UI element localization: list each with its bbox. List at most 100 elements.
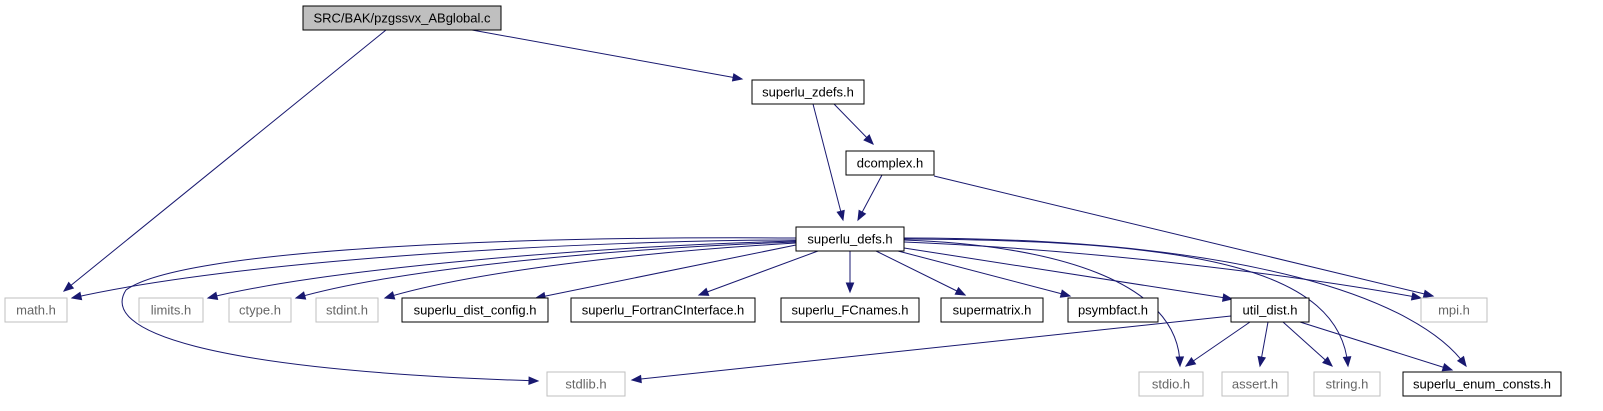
edge-arrowhead	[528, 376, 540, 386]
edge-arrowhead	[630, 374, 642, 384]
edge-arrowhead	[857, 209, 867, 222]
edge-superlu_defs-to-psymbfact	[897, 250, 1072, 298]
node-label: SRC/BAK/pzgssvx_ABglobal.c	[313, 11, 491, 26]
edge-line	[903, 239, 1181, 367]
node-label: superlu_defs.h	[807, 232, 892, 247]
node-box[interactable]	[751, 79, 865, 105]
node-box[interactable]	[315, 297, 379, 323]
edge-arrowhead	[1221, 293, 1234, 302]
edge-arrowhead	[1456, 355, 1467, 368]
edge-util_dist-to-stdio	[1184, 321, 1251, 367]
node-superlu_FortranCInterface[interactable]: superlu_FortranCInterface.h	[570, 297, 756, 323]
edge-line	[1185, 321, 1251, 367]
edge-line	[631, 315, 1232, 381]
edge-superlu_defs-to-superlu_enum_consts	[903, 237, 1467, 368]
edge-superlu_defs-to-superlu_FCnames	[845, 251, 855, 294]
node-label: superlu_enum_consts.h	[1413, 377, 1551, 392]
node-stdio[interactable]: stdio.h	[1138, 371, 1204, 397]
edge-line	[1299, 321, 1453, 371]
node-box[interactable]	[1138, 371, 1204, 397]
node-assert[interactable]: assert.h	[1221, 371, 1289, 397]
edge-superlu_zdefs-to-superlu_defs	[812, 103, 845, 222]
edge-line	[812, 103, 844, 221]
edge-superlu_defs-to-supermatrix	[875, 250, 967, 296]
edge-line	[875, 250, 966, 296]
node-label: superlu_dist_config.h	[414, 303, 537, 318]
edge-arrowhead	[731, 73, 744, 82]
edge-line	[1282, 321, 1333, 367]
node-box[interactable]	[1402, 371, 1562, 397]
edge-arrowhead	[1422, 289, 1435, 299]
node-label: stdio.h	[1152, 377, 1190, 392]
node-superlu_dist_config[interactable]: superlu_dist_config.h	[401, 297, 549, 323]
edge-line	[903, 238, 1349, 367]
edge-superlu_defs-to-limits	[206, 240, 797, 301]
edge-dcomplex-to-superlu_defs	[857, 174, 883, 222]
node-box[interactable]	[302, 5, 502, 31]
edge-util_dist-to-superlu_enum_consts	[1299, 321, 1454, 372]
node-ctype[interactable]: ctype.h	[228, 297, 292, 323]
node-superlu_defs[interactable]: superlu_defs.h	[795, 226, 905, 252]
node-box[interactable]	[1067, 297, 1159, 323]
edge-arrowhead	[1441, 363, 1454, 372]
edge-util_dist-to-string	[1282, 321, 1333, 367]
node-box[interactable]	[570, 297, 756, 323]
edge-line	[897, 250, 1071, 297]
edge-arrowhead	[1059, 289, 1072, 298]
node-box[interactable]	[780, 297, 920, 323]
edge-superlu_defs-to-ctype	[294, 241, 797, 300]
node-psymbfact[interactable]: psymbfact.h	[1067, 297, 1159, 323]
node-box[interactable]	[228, 297, 292, 323]
edges-layer	[62, 29, 1467, 386]
node-string[interactable]: string.h	[1313, 371, 1381, 397]
edge-superlu_defs-to-string	[903, 238, 1352, 368]
edge-line	[698, 250, 819, 296]
edge-line	[71, 239, 797, 299]
edge-util_dist-to-stdlib	[630, 315, 1232, 384]
edge-root-to-math	[62, 29, 387, 292]
node-label: string.h	[1326, 377, 1369, 392]
node-box[interactable]	[1420, 297, 1488, 323]
node-math[interactable]: math.h	[4, 297, 68, 323]
node-box[interactable]	[401, 297, 549, 323]
node-dcomplex[interactable]: dcomplex.h	[845, 150, 935, 176]
edge-line	[384, 242, 797, 299]
node-util_dist[interactable]: util_dist.h	[1230, 297, 1310, 323]
node-box[interactable]	[940, 297, 1044, 323]
node-superlu_zdefs[interactable]: superlu_zdefs.h	[751, 79, 865, 105]
edge-arrowhead	[1342, 356, 1352, 368]
node-box[interactable]	[138, 297, 204, 323]
node-box[interactable]	[1313, 371, 1381, 397]
node-box[interactable]	[845, 150, 935, 176]
edge-arrowhead	[70, 291, 83, 301]
node-box[interactable]	[1230, 297, 1310, 323]
node-box[interactable]	[1221, 371, 1289, 397]
edge-arrowhead	[1184, 357, 1197, 367]
node-mpi[interactable]: mpi.h	[1420, 297, 1488, 323]
node-stdlib[interactable]: stdlib.h	[546, 371, 626, 397]
node-superlu_FCnames[interactable]: superlu_FCnames.h	[780, 297, 920, 323]
node-label: ctype.h	[239, 303, 281, 318]
node-label: math.h	[16, 303, 56, 318]
edge-arrowhead	[697, 287, 710, 296]
node-superlu_enum_consts[interactable]: superlu_enum_consts.h	[1402, 371, 1562, 397]
node-label: superlu_zdefs.h	[762, 85, 854, 100]
edge-superlu_defs-to-util_dist	[903, 247, 1234, 302]
node-box[interactable]	[4, 297, 68, 323]
node-limits[interactable]: limits.h	[138, 297, 204, 323]
node-root[interactable]: SRC/BAK/pzgssvx_ABglobal.c	[302, 5, 502, 31]
edge-superlu_defs-to-stdint	[383, 242, 797, 300]
edge-arrowhead	[863, 134, 874, 145]
edge-line	[63, 29, 387, 292]
node-label: util_dist.h	[1243, 303, 1298, 318]
node-label: limits.h	[151, 303, 191, 318]
node-box[interactable]	[546, 371, 626, 397]
node-stdint[interactable]: stdint.h	[315, 297, 379, 323]
node-supermatrix[interactable]: supermatrix.h	[940, 297, 1044, 323]
node-label: supermatrix.h	[953, 303, 1032, 318]
edge-arrowhead	[845, 282, 855, 294]
edge-dcomplex-to-mpi	[933, 175, 1435, 299]
node-box[interactable]	[795, 226, 905, 252]
node-label: superlu_FCnames.h	[791, 303, 908, 318]
edge-superlu_defs-to-superlu_FortranCInterface	[697, 250, 819, 296]
